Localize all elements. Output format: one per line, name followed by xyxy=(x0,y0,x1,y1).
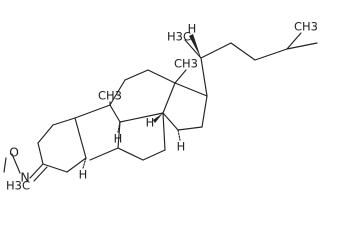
bond xyxy=(52,117,76,126)
bond xyxy=(74,104,111,119)
c20-hydrogen-label: H xyxy=(188,22,197,36)
bond xyxy=(184,39,202,59)
bond xyxy=(124,69,149,81)
bond xyxy=(29,163,44,179)
bond xyxy=(119,112,164,123)
bond xyxy=(162,82,176,114)
bond xyxy=(177,126,203,131)
hash-c9-h xyxy=(117,121,121,133)
bond xyxy=(89,147,119,161)
c14-hydrogen-label: H xyxy=(177,140,186,154)
bond xyxy=(117,147,144,161)
bond xyxy=(74,117,87,159)
bond xyxy=(66,157,87,173)
stereo-bonds xyxy=(82,34,201,169)
bond xyxy=(200,57,208,97)
bond xyxy=(286,32,302,50)
oxygen-label: O xyxy=(9,145,19,160)
bond xyxy=(109,79,126,106)
nitrogen-label: N xyxy=(20,170,29,185)
c8-hydrogen-label: H xyxy=(146,116,155,130)
bond xyxy=(230,42,256,61)
c13-methyl-label: CH3 xyxy=(174,57,198,71)
c9-hydrogen-label: H xyxy=(114,132,123,146)
bond xyxy=(37,124,54,144)
c5-hydrogen-label: H xyxy=(79,168,88,182)
bond xyxy=(174,69,187,84)
bond xyxy=(42,163,68,173)
bond xyxy=(147,69,176,84)
hash-c14-h xyxy=(177,129,181,141)
wedge-c20-h xyxy=(189,34,201,58)
atom-labels: O N H3C H H H H CH3 CH3 H3C H CH3 xyxy=(6,20,318,193)
bond xyxy=(200,42,232,59)
bonds xyxy=(3,32,318,182)
bond xyxy=(162,112,179,131)
c26-methyl-label: CH3 xyxy=(294,20,318,34)
hash-c5-h xyxy=(82,157,87,169)
bond xyxy=(109,104,121,123)
bond xyxy=(254,48,288,61)
molecule-diagram: O N H3C H H H H CH3 CH3 H3C H CH3 xyxy=(3,20,318,193)
bond xyxy=(33,166,48,182)
bond xyxy=(11,153,21,174)
bond xyxy=(142,149,166,161)
bond xyxy=(286,42,318,50)
c21-methyl-label: H3C xyxy=(167,30,191,44)
c10-methyl-label: CH3 xyxy=(98,89,122,103)
bond xyxy=(174,82,208,97)
bond xyxy=(201,95,208,128)
bond xyxy=(37,142,44,165)
methoxy-methyl-label: H3C xyxy=(6,179,30,193)
bond xyxy=(3,157,7,173)
wedge-c8-h xyxy=(153,113,163,123)
bond xyxy=(162,112,166,151)
structure-svg: O N H3C H H H H CH3 CH3 H3C H CH3 xyxy=(3,20,318,193)
